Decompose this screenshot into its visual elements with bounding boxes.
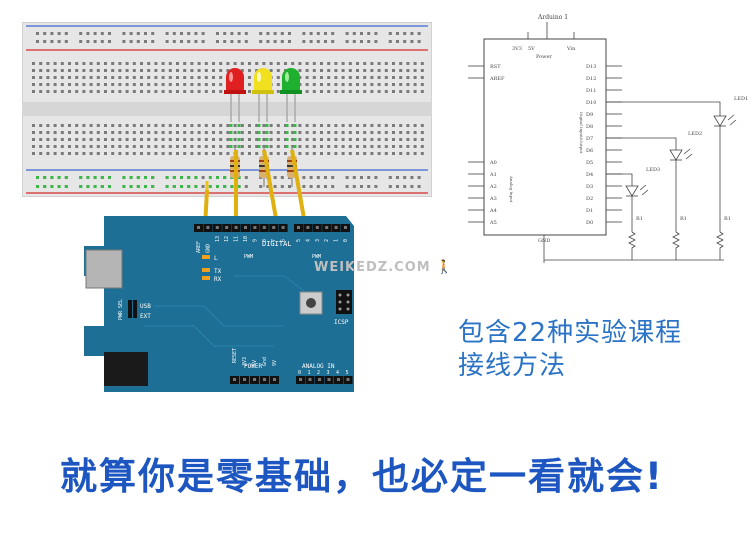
svg-text:L: L <box>214 255 218 262</box>
svg-text:POWER: POWER <box>244 363 262 370</box>
svg-text:USB: USB <box>140 303 151 310</box>
schematic-pin-label: D13 <box>586 64 596 70</box>
schematic-pin-label: D9 <box>586 112 593 118</box>
svg-text:R1: R1 <box>680 216 687 222</box>
analog-pin-label: 3 <box>327 370 330 376</box>
person-icon: 🚶 <box>436 260 454 275</box>
svg-text:Analog Input: Analog Input <box>509 175 514 203</box>
header-pin-label: 6 <box>281 239 287 242</box>
power-pin-label: 9V <box>272 360 278 366</box>
header-pin-label: 10 <box>243 236 249 242</box>
svg-text:Arduino 1: Arduino 1 <box>537 14 568 21</box>
schematic-pin-label: D5 <box>586 160 593 166</box>
schematic-pin-label: D4 <box>586 172 593 178</box>
analog-pin-label: 1 <box>308 370 311 376</box>
svg-text:Vin: Vin <box>566 46 576 52</box>
svg-text:5V: 5V <box>528 46 535 52</box>
watermark-text: WEIKEDZ.COM <box>314 260 431 275</box>
header-pin-label: 9 <box>252 239 258 242</box>
schematic-pin-label: A0 <box>489 160 497 166</box>
header-pin-label: 4 <box>305 239 311 242</box>
schematic-pin-label: D0 <box>586 220 593 226</box>
analog-pin-label: 5 <box>346 370 349 376</box>
digital-header <box>194 224 350 232</box>
analog-pin-label: 2 <box>317 370 320 376</box>
svg-text:EXT: EXT <box>140 313 151 320</box>
header-pin-label: 8 <box>262 239 268 242</box>
svg-text:Power: Power <box>536 54 552 60</box>
header-pin-label: 12 <box>224 236 230 242</box>
watermark-logo: WEIKEDZ.COM 🚶 <box>314 260 453 275</box>
header-pin-label: 2 <box>324 239 330 242</box>
svg-text:LED2: LED2 <box>688 131 702 137</box>
power-pin-label: 3V3 <box>242 357 248 366</box>
svg-text:3V3: 3V3 <box>512 46 522 52</box>
schematic-pin-label: D12 <box>586 76 596 82</box>
schematic-pin-label: D3 <box>586 184 593 190</box>
power-pin-label: 5V <box>252 360 258 366</box>
schematic-pin-label: D8 <box>586 124 593 130</box>
schematic-pin-label: D1 <box>586 208 593 214</box>
header-pin-label: 1 <box>334 239 340 242</box>
svg-text:LED1: LED1 <box>734 96 748 102</box>
usb-port <box>85 249 123 289</box>
header-pin-label: GND <box>205 244 211 253</box>
digital-label: DIGITAL <box>262 240 292 248</box>
header-pin-label: 0 <box>343 239 349 242</box>
schematic-pin-label: A3 <box>489 196 497 202</box>
led-red <box>224 68 246 122</box>
power-pin-label: Gnd <box>262 357 268 366</box>
svg-text:TX: TX <box>214 268 222 275</box>
analog-pin-label: 4 <box>336 370 339 376</box>
breadboard-holes <box>32 32 424 188</box>
icsp-header <box>336 290 352 314</box>
header-pin-label: 3 <box>315 239 321 242</box>
schematic-pin-label: D10 <box>586 100 596 106</box>
svg-text:R1: R1 <box>724 216 731 222</box>
led-yellow <box>252 68 274 122</box>
led-branches <box>606 101 737 260</box>
headline: 就算你是零基础，也必定一看就会! <box>60 455 664 498</box>
schematic-pin-label: A1 <box>489 172 497 178</box>
schematic-pin-label: RST <box>490 64 501 70</box>
schematic-pin-label: D2 <box>586 196 593 202</box>
schematic-pin-label: A5 <box>489 220 497 226</box>
header-pin-label: 5 <box>296 239 302 242</box>
schematic-pin-label: A2 <box>489 184 497 190</box>
svg-text:ICSP: ICSP <box>334 319 349 326</box>
schematic-pin-label: D6 <box>586 148 593 154</box>
circuit-schematic: Arduino 1 3V3 5V Vin Power Analog Input … <box>468 14 748 263</box>
svg-text:R1: R1 <box>636 216 643 222</box>
svg-text:Digital Input/Output: Digital Input/Output <box>579 112 584 154</box>
header-pin-label: 13 <box>215 236 221 242</box>
schematic-pin-label: A4 <box>489 208 497 214</box>
caption-line-1: 包含22种实验课程 <box>458 318 683 348</box>
arduino-block <box>483 38 607 236</box>
analog-pin-label: 0 <box>298 370 301 376</box>
schematic-pin-label: AREF <box>489 76 505 82</box>
power-pin-label: RESET <box>232 348 238 363</box>
breadboard-active-holes <box>36 124 297 188</box>
header-pin-label: 11 <box>234 236 240 242</box>
header-pin-label: 7 <box>271 239 277 242</box>
svg-text:ANALOG IN: ANALOG IN <box>302 363 335 370</box>
caption-line-2: 接线方法 <box>458 351 567 381</box>
schematic-pin-label: D11 <box>586 88 596 94</box>
power-analog-header <box>230 376 353 384</box>
svg-text:RX: RX <box>214 276 222 283</box>
svg-text:LED3: LED3 <box>646 167 660 173</box>
schematic-pin-label: D7 <box>586 136 593 142</box>
svg-text:PWM: PWM <box>244 254 253 260</box>
led-green <box>280 68 302 122</box>
power-jack <box>104 352 148 386</box>
header-pin-label: AREF <box>196 241 202 253</box>
svg-text:PWM: PWM <box>312 254 321 260</box>
svg-text:PWR SEL: PWR SEL <box>118 299 124 320</box>
